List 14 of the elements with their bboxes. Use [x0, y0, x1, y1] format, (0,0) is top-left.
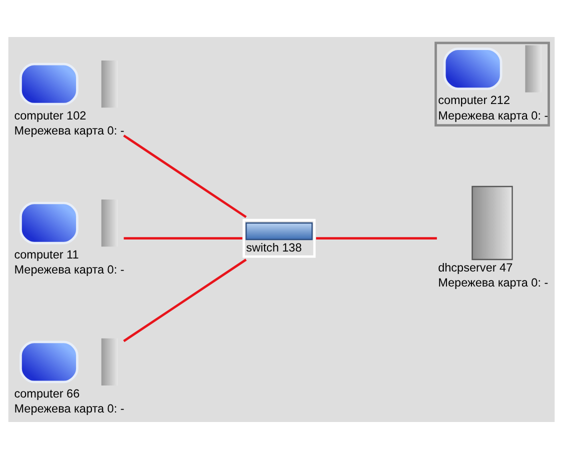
node-label: computer 66 — [14, 387, 80, 400]
node-box: switch 138 — [242, 218, 316, 258]
connector — [123, 134, 247, 218]
connector — [316, 237, 437, 240]
node-label: Мережева карта 0: - — [14, 402, 124, 416]
node-label: Мережева карта 0: - — [438, 276, 548, 290]
node-label: Мережева карта 0: - — [14, 264, 124, 277]
node-label: Мережева карта 0: - — [14, 124, 124, 138]
connector — [123, 258, 247, 342]
node-label: computer 102 — [14, 109, 86, 122]
node-label: dhcpserver 47 — [438, 261, 513, 274]
node-box: computer 212 Мережева карта 0: - — [434, 42, 550, 126]
node-label: computer 11 — [14, 248, 79, 262]
connector — [124, 237, 242, 240]
